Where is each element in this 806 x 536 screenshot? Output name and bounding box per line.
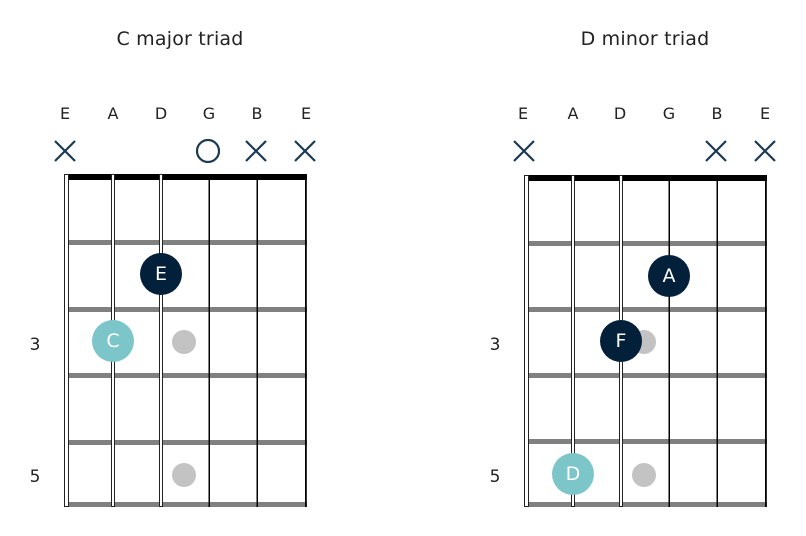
note-dot-f: F (600, 320, 642, 362)
string-label-b: B (711, 104, 723, 123)
mute-x-icon (705, 140, 727, 162)
chord-diagram-d-minor: D minor triad E A D G B E 3 5 A F D (460, 0, 806, 536)
string-label-low-e: E (517, 104, 529, 123)
fret-inlay-dot (632, 463, 656, 487)
chord-diagram-c-major: C major triad E A D G B E 3 5 E C (0, 0, 400, 536)
string-label-low-e: E (59, 104, 71, 123)
mute-x-icon (54, 140, 76, 162)
diagram-title: D minor triad (580, 28, 710, 50)
root-dot-d: D (552, 453, 594, 495)
mute-x-icon (245, 140, 267, 162)
string-label-a: A (567, 104, 579, 123)
mute-x-icon (294, 140, 316, 162)
root-dot-c: C (92, 320, 134, 362)
mute-x-icon (754, 140, 776, 162)
string-label-g: G (662, 104, 676, 123)
string-label-b: B (251, 104, 263, 123)
fret-inlay-dot (172, 330, 196, 354)
string-label-high-e: E (759, 104, 771, 123)
fret-number-5: 5 (29, 467, 41, 487)
fret-inlay-dot (172, 463, 196, 487)
diagram-title: C major triad (116, 28, 244, 50)
fret-number-5: 5 (489, 467, 501, 487)
note-dot-e: E (140, 253, 182, 295)
string-label-a: A (107, 104, 119, 123)
fretboard (64, 174, 307, 507)
fretboard (524, 175, 767, 507)
open-o-icon (196, 139, 220, 163)
string-label-g: G (202, 104, 216, 123)
mute-x-icon (513, 140, 535, 162)
string-label-d: D (154, 104, 168, 123)
fret-number-3: 3 (29, 335, 41, 355)
note-dot-a: A (648, 255, 690, 297)
fret-number-3: 3 (489, 335, 501, 355)
string-label-d: D (613, 104, 627, 123)
string-label-high-e: E (300, 104, 312, 123)
